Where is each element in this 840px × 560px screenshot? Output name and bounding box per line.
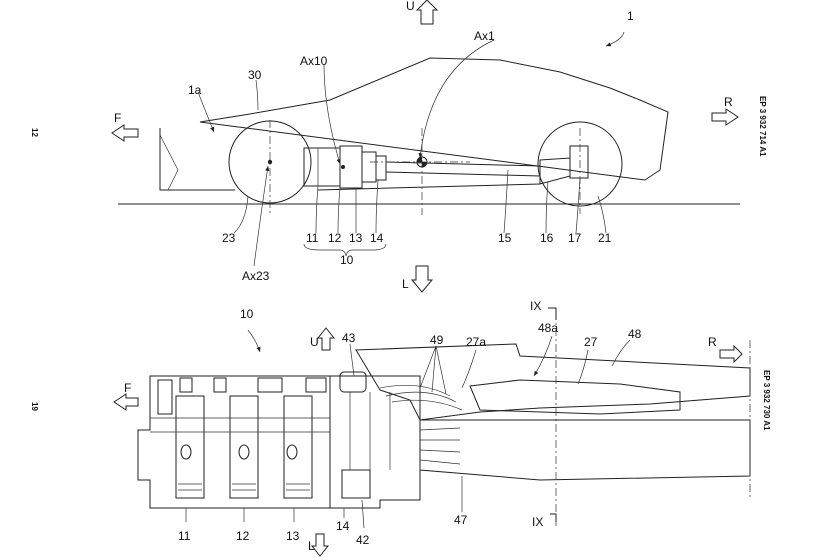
- part-16-label: 16: [540, 231, 554, 245]
- ref-10-label: 10: [240, 307, 254, 321]
- propeller-shaft: [385, 161, 541, 167]
- dir-left-top-label: L: [402, 277, 409, 291]
- part-23-label: 23: [222, 231, 236, 245]
- part-21-label: 21: [598, 231, 612, 245]
- part-11-bottom-label: 11: [178, 529, 191, 543]
- rear-motor: [569, 145, 589, 179]
- part-14-bottom-label: 14: [336, 519, 350, 533]
- part-27-label: 27: [584, 335, 598, 349]
- transmission-tunnel: [419, 419, 751, 481]
- part-47-label: 47: [454, 513, 468, 527]
- motor-housing: [329, 375, 421, 509]
- ref-body-label: 30: [248, 68, 262, 82]
- dir-rear-bottom-label: R: [708, 335, 717, 349]
- cover-48: [355, 343, 751, 421]
- part-48a-label: 48a: [538, 321, 558, 335]
- direction-arrows-top: [111, 0, 739, 293]
- labels-top: 1 1a 30 Ax1 Ax10 Ax23 23 11 12 13 14 15 …: [30, 0, 767, 291]
- section-ix-top-label: IX: [530, 299, 541, 313]
- car-body-outline: [159, 57, 669, 191]
- axis-ax10-label: Ax10: [300, 54, 328, 68]
- part-12-bottom-label: 12: [236, 529, 250, 543]
- axis-ax23-label: Ax23: [242, 269, 270, 283]
- side-text-top: EP 3 932 714 A1: [758, 96, 767, 157]
- ref-main-label: 1: [627, 9, 634, 23]
- labels-bottom: 10 11 12 13 14 42 47 43 49 27a 48a 27 48…: [30, 299, 771, 553]
- part-13-bottom-label: 13: [286, 529, 300, 543]
- page-number-bottom: 19: [30, 402, 39, 411]
- group-10-label: 10: [340, 253, 354, 267]
- side-text-bottom: EP 3 932 730 A1: [762, 370, 771, 431]
- part-49-label: 49: [430, 333, 444, 347]
- duct-27: [469, 379, 681, 415]
- dir-left-bottom-label: L: [308, 539, 315, 553]
- ref-car-label: 1a: [188, 83, 202, 97]
- rear-wheel: [537, 121, 623, 207]
- dir-rear-top-label: R: [724, 95, 733, 109]
- page-number-top: 12: [30, 128, 39, 137]
- part-43-label: 43: [342, 331, 356, 345]
- dir-up-top-label: U: [406, 0, 415, 13]
- power-unit: [303, 145, 387, 189]
- part-17-label: 17: [568, 231, 582, 245]
- vehicle-side-view: [118, 31, 740, 267]
- part-15-label: 15: [498, 231, 512, 245]
- part-12-label: 12: [328, 231, 342, 245]
- part-13-label: 13: [349, 231, 363, 245]
- axis-ax1-label: Ax1: [474, 29, 495, 43]
- rotor-housings: [150, 395, 330, 499]
- rear-transaxle: [539, 157, 571, 185]
- part-14-label: 14: [370, 231, 384, 245]
- direction-arrows-bottom: [113, 327, 743, 557]
- dir-front-top-label: F: [114, 111, 121, 125]
- part-42-label: 42: [356, 533, 370, 547]
- part-11-label: 11: [306, 231, 319, 245]
- section-ix-bottom-label: IX: [532, 515, 543, 529]
- dir-front-bottom-label: F: [124, 381, 131, 395]
- power-unit-section: [137, 307, 751, 529]
- part-48-label: 48: [628, 327, 642, 341]
- part-27a-label: 27a: [466, 335, 486, 349]
- dir-up-bottom-label: U: [310, 335, 319, 349]
